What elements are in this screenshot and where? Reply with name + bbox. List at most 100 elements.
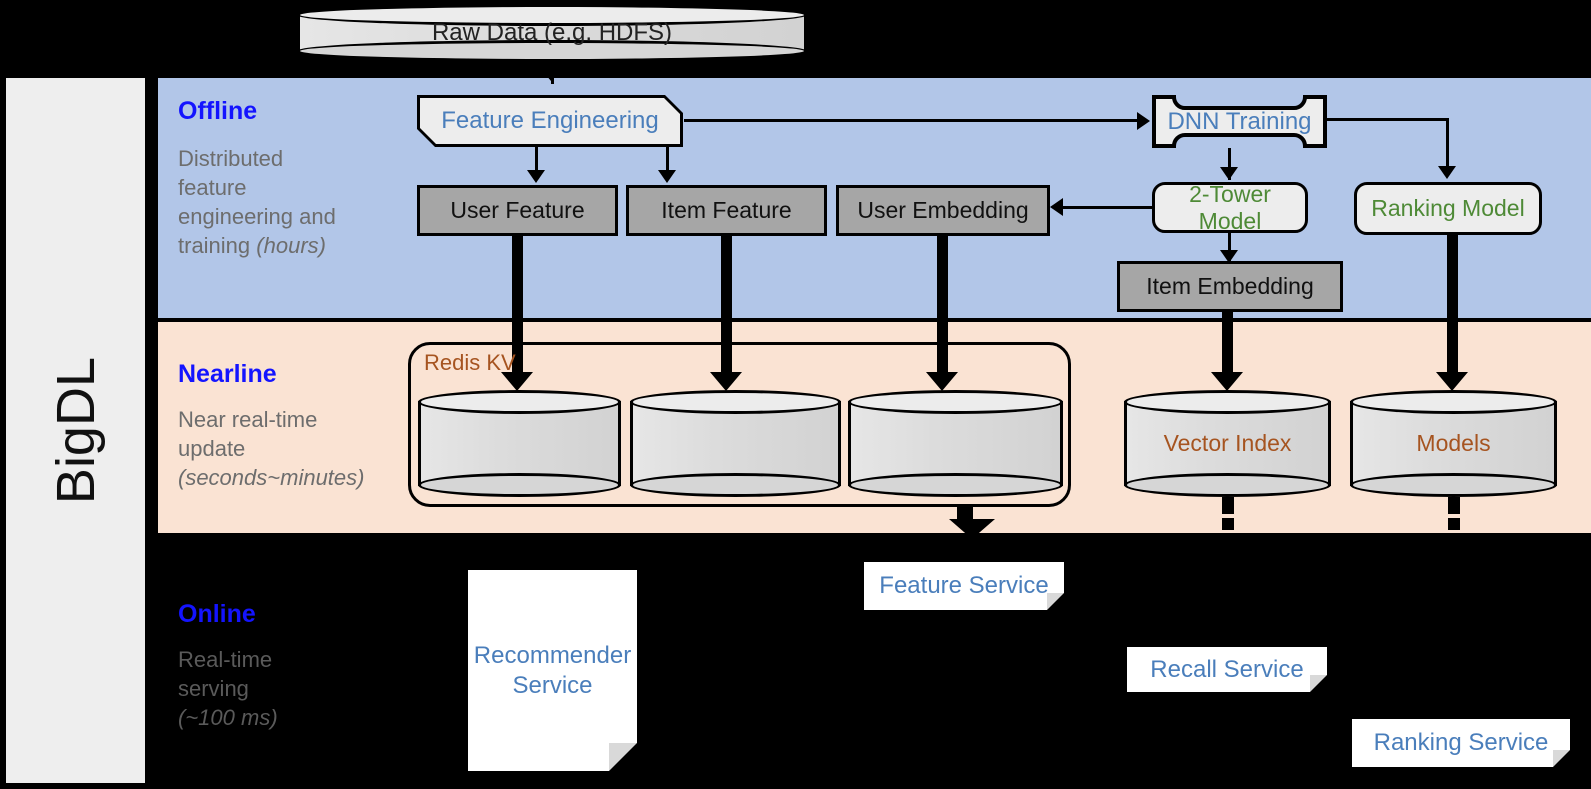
arrowhead-redis-featureservice xyxy=(949,519,995,539)
ranking-model-node[interactable]: Ranking Model xyxy=(1354,182,1542,235)
arrowhead-featureeng-userfeature xyxy=(527,170,545,183)
connector-dnn-twotower xyxy=(1228,148,1231,180)
dnn-training-label: DNN Training xyxy=(1167,107,1312,135)
cylinder-top xyxy=(630,390,841,414)
ranking-service-label: Ranking Service xyxy=(1373,729,1549,756)
user-embedding-node[interactable]: User Embedding xyxy=(836,185,1050,236)
cylinder-bottom xyxy=(630,473,841,497)
cylinder-body xyxy=(630,401,841,486)
models-label: Models xyxy=(1416,430,1491,456)
cylinder-bottom xyxy=(848,473,1063,497)
vector-index-cylinder[interactable]: Vector Index xyxy=(1124,390,1331,497)
stage-description-nearline: Near real-time update (seconds~minutes) xyxy=(178,405,406,492)
recall-service-label: Recall Service xyxy=(1150,655,1304,683)
user-feature-node[interactable]: User Feature xyxy=(417,185,618,236)
recall-service-node[interactable]: Recall Service xyxy=(1127,647,1327,692)
pipe-rankingmodel-models xyxy=(1447,235,1458,379)
ranking-service-node[interactable]: Ranking Service xyxy=(1352,719,1570,767)
arrowhead-featureeng-dnn xyxy=(1137,112,1150,130)
page-fold-icon xyxy=(1310,675,1327,692)
arrowhead-itemfeature-store xyxy=(710,372,742,391)
page-fold-icon xyxy=(1553,750,1570,767)
bigdl-framework-panel: BigDL xyxy=(6,78,145,783)
item-feature-node[interactable]: Item Feature xyxy=(626,185,827,236)
connector-featureeng-userfeature xyxy=(535,147,538,179)
stub-vectorindex-recall xyxy=(1222,497,1234,514)
online-desc-line-2: serving xyxy=(178,676,249,702)
cylinder-bottom xyxy=(418,473,621,497)
cylinder-top xyxy=(418,390,621,414)
stage-description-offline: Distributed feature engineering and trai… xyxy=(178,144,393,260)
ranking-model-label: Ranking Model xyxy=(1371,195,1525,221)
feature-service-label: Feature Service xyxy=(879,572,1049,599)
redis-store-1-label xyxy=(418,390,621,497)
connector-twotower-itemembedding xyxy=(1228,233,1231,263)
pipe-userfeature-store xyxy=(512,236,523,378)
item-feature-label: Item Feature xyxy=(661,197,792,223)
pipe-userembedding-store xyxy=(937,236,948,378)
stage-title-offline: Offline xyxy=(178,97,258,125)
nearline-desc-line-1: Near real-time xyxy=(178,407,318,432)
arrowhead-dnn-rankingmodel xyxy=(1438,166,1456,179)
offline-desc-line-1: Distributed xyxy=(178,146,284,171)
arrowhead-userfeature-store xyxy=(501,372,533,391)
cylinder-body xyxy=(1124,401,1331,486)
raw-data-label: Raw Data (e.g. HDFS) xyxy=(431,19,673,46)
connector-featureeng-itemfeature xyxy=(666,147,669,179)
arrowhead-twotower-userembedding xyxy=(1050,198,1063,216)
item-embedding-label: Item Embedding xyxy=(1146,273,1314,299)
redis-store-cylinder-3[interactable] xyxy=(848,390,1063,497)
feature-service-node[interactable]: Feature Service xyxy=(864,562,1064,610)
offline-desc-line-3: engineering and xyxy=(178,204,336,230)
cylinder-top xyxy=(1124,390,1331,414)
cylinder-top xyxy=(848,390,1063,414)
offline-desc-emphasis: (hours) xyxy=(256,233,326,259)
arrowhead-itemembedding-vectorindex xyxy=(1211,372,1243,391)
stage-description-online: Real-time serving (~100 ms) xyxy=(178,645,393,732)
pipe-itemfeature-store xyxy=(721,236,732,378)
stage-title-online: Online xyxy=(178,600,256,628)
cylinder-bottom xyxy=(1350,473,1557,497)
arrowhead-rawdata-featureeng xyxy=(535,62,567,81)
redis-store-cylinder-1[interactable] xyxy=(418,390,621,497)
models-cylinder[interactable]: Models xyxy=(1350,390,1557,497)
cylinder-body xyxy=(418,401,621,486)
page-fold-icon xyxy=(1047,593,1064,610)
connector-featureeng-dnn xyxy=(684,119,1138,122)
arrowhead-userembedding-store xyxy=(926,372,958,391)
user-embedding-label: User Embedding xyxy=(857,197,1029,223)
stub-redis-featureservice xyxy=(957,506,973,520)
stage-title-nearline: Nearline xyxy=(178,360,277,388)
vector-index-label: Vector Index xyxy=(1163,430,1292,456)
offline-desc-line-4: training xyxy=(178,233,257,259)
recommender-service-label-line2: Service xyxy=(512,671,593,699)
offline-desc-line-2: feature xyxy=(178,175,247,201)
pipe-itemembedding-vectorindex xyxy=(1222,312,1233,379)
item-embedding-node[interactable]: Item Embedding xyxy=(1117,261,1343,312)
redis-kv-container[interactable] xyxy=(408,342,1071,507)
bigdl-label-text: BigDL xyxy=(45,356,106,505)
recommender-service-node[interactable]: Recommender Service xyxy=(468,570,637,771)
stub-dot-models xyxy=(1448,518,1460,530)
user-feature-label: User Feature xyxy=(450,197,585,223)
connector-dnn-rankingmodel-h xyxy=(1327,118,1449,121)
arrowhead-twotower-itemembedding xyxy=(1220,250,1238,263)
nearline-desc-line-2: update xyxy=(178,436,246,462)
stub-models-ranking xyxy=(1448,497,1460,514)
nearline-desc-emphasis: (seconds~minutes) xyxy=(178,465,365,491)
recommender-service-label-line1: Recommender xyxy=(473,641,632,669)
cylinder-body xyxy=(848,401,1063,486)
two-tower-model-node[interactable]: 2-Tower Model xyxy=(1152,181,1308,234)
raw-data-cylinder: Raw Data (e.g. HDFS) xyxy=(297,4,807,62)
arrowhead-dnn-twotower xyxy=(1220,167,1238,180)
arrowhead-rankingmodel-models xyxy=(1436,372,1468,391)
dnn-training-node[interactable]: DNN Training xyxy=(1152,95,1327,148)
connector-dnn-rankingmodel-v xyxy=(1446,118,1449,168)
redis-kv-label: Redis KV xyxy=(424,350,516,375)
redis-store-cylinder-2[interactable] xyxy=(630,390,841,497)
arrowhead-featureeng-itemfeature xyxy=(658,170,676,183)
feature-engineering-surface: Feature Engineering xyxy=(420,98,680,144)
feature-engineering-node[interactable]: Feature Engineering xyxy=(417,95,683,147)
redis-store-3-label xyxy=(848,390,1063,497)
